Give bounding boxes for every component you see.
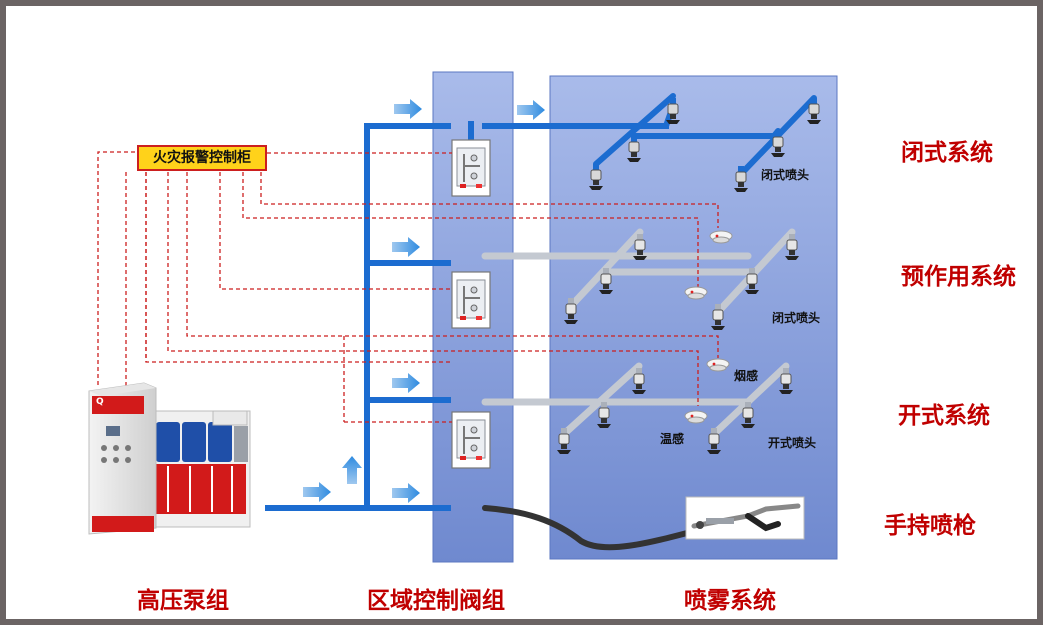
spray-system-panel xyxy=(549,75,838,560)
control-valve-preaction xyxy=(451,271,491,329)
closed-system-label: 闭式系统 xyxy=(901,140,993,166)
fire-alarm-control-cabinet: 火灾报警控制柜 xyxy=(137,145,267,171)
flow-arrow-up xyxy=(342,456,362,484)
pump-brand-logo: Q xyxy=(96,397,104,407)
handheld-hose xyxy=(482,505,709,551)
smoke-sensor-label: 烟感 xyxy=(734,369,759,383)
smoke-detector xyxy=(709,230,733,244)
diagram-graphics xyxy=(88,71,838,563)
smoke-detector xyxy=(684,286,708,300)
valve-group-label: 区域控制阀组 xyxy=(367,588,505,614)
pump-group-label: 高压泵组 xyxy=(137,588,229,614)
control-valve-open xyxy=(451,411,491,469)
pump-unit-picture xyxy=(88,382,251,535)
closed-nozzle-label: 闭式喷头 xyxy=(761,168,810,182)
spray-gun-picture xyxy=(685,496,805,540)
main-supply-pipes xyxy=(265,121,669,511)
alarm-signal-lines xyxy=(97,151,719,423)
open-system-pipes xyxy=(481,362,790,438)
open-system-label: 开式系统 xyxy=(898,403,990,429)
control-valve-closed xyxy=(451,139,491,197)
open-nozzle-label: 开式喷头 xyxy=(768,436,817,450)
heat-detector xyxy=(684,410,708,424)
temperature-sensor-label: 温感 xyxy=(660,432,685,446)
spray-system-label: 喷雾系统 xyxy=(684,588,776,614)
closed-nozzle-label: 闭式喷头 xyxy=(772,311,821,325)
smoke-detector xyxy=(706,358,730,372)
preaction-system-label: 预作用系统 xyxy=(901,264,1016,290)
flow-arrows xyxy=(303,99,545,503)
handheld-spray-gun-label: 手持喷枪 xyxy=(884,513,976,539)
